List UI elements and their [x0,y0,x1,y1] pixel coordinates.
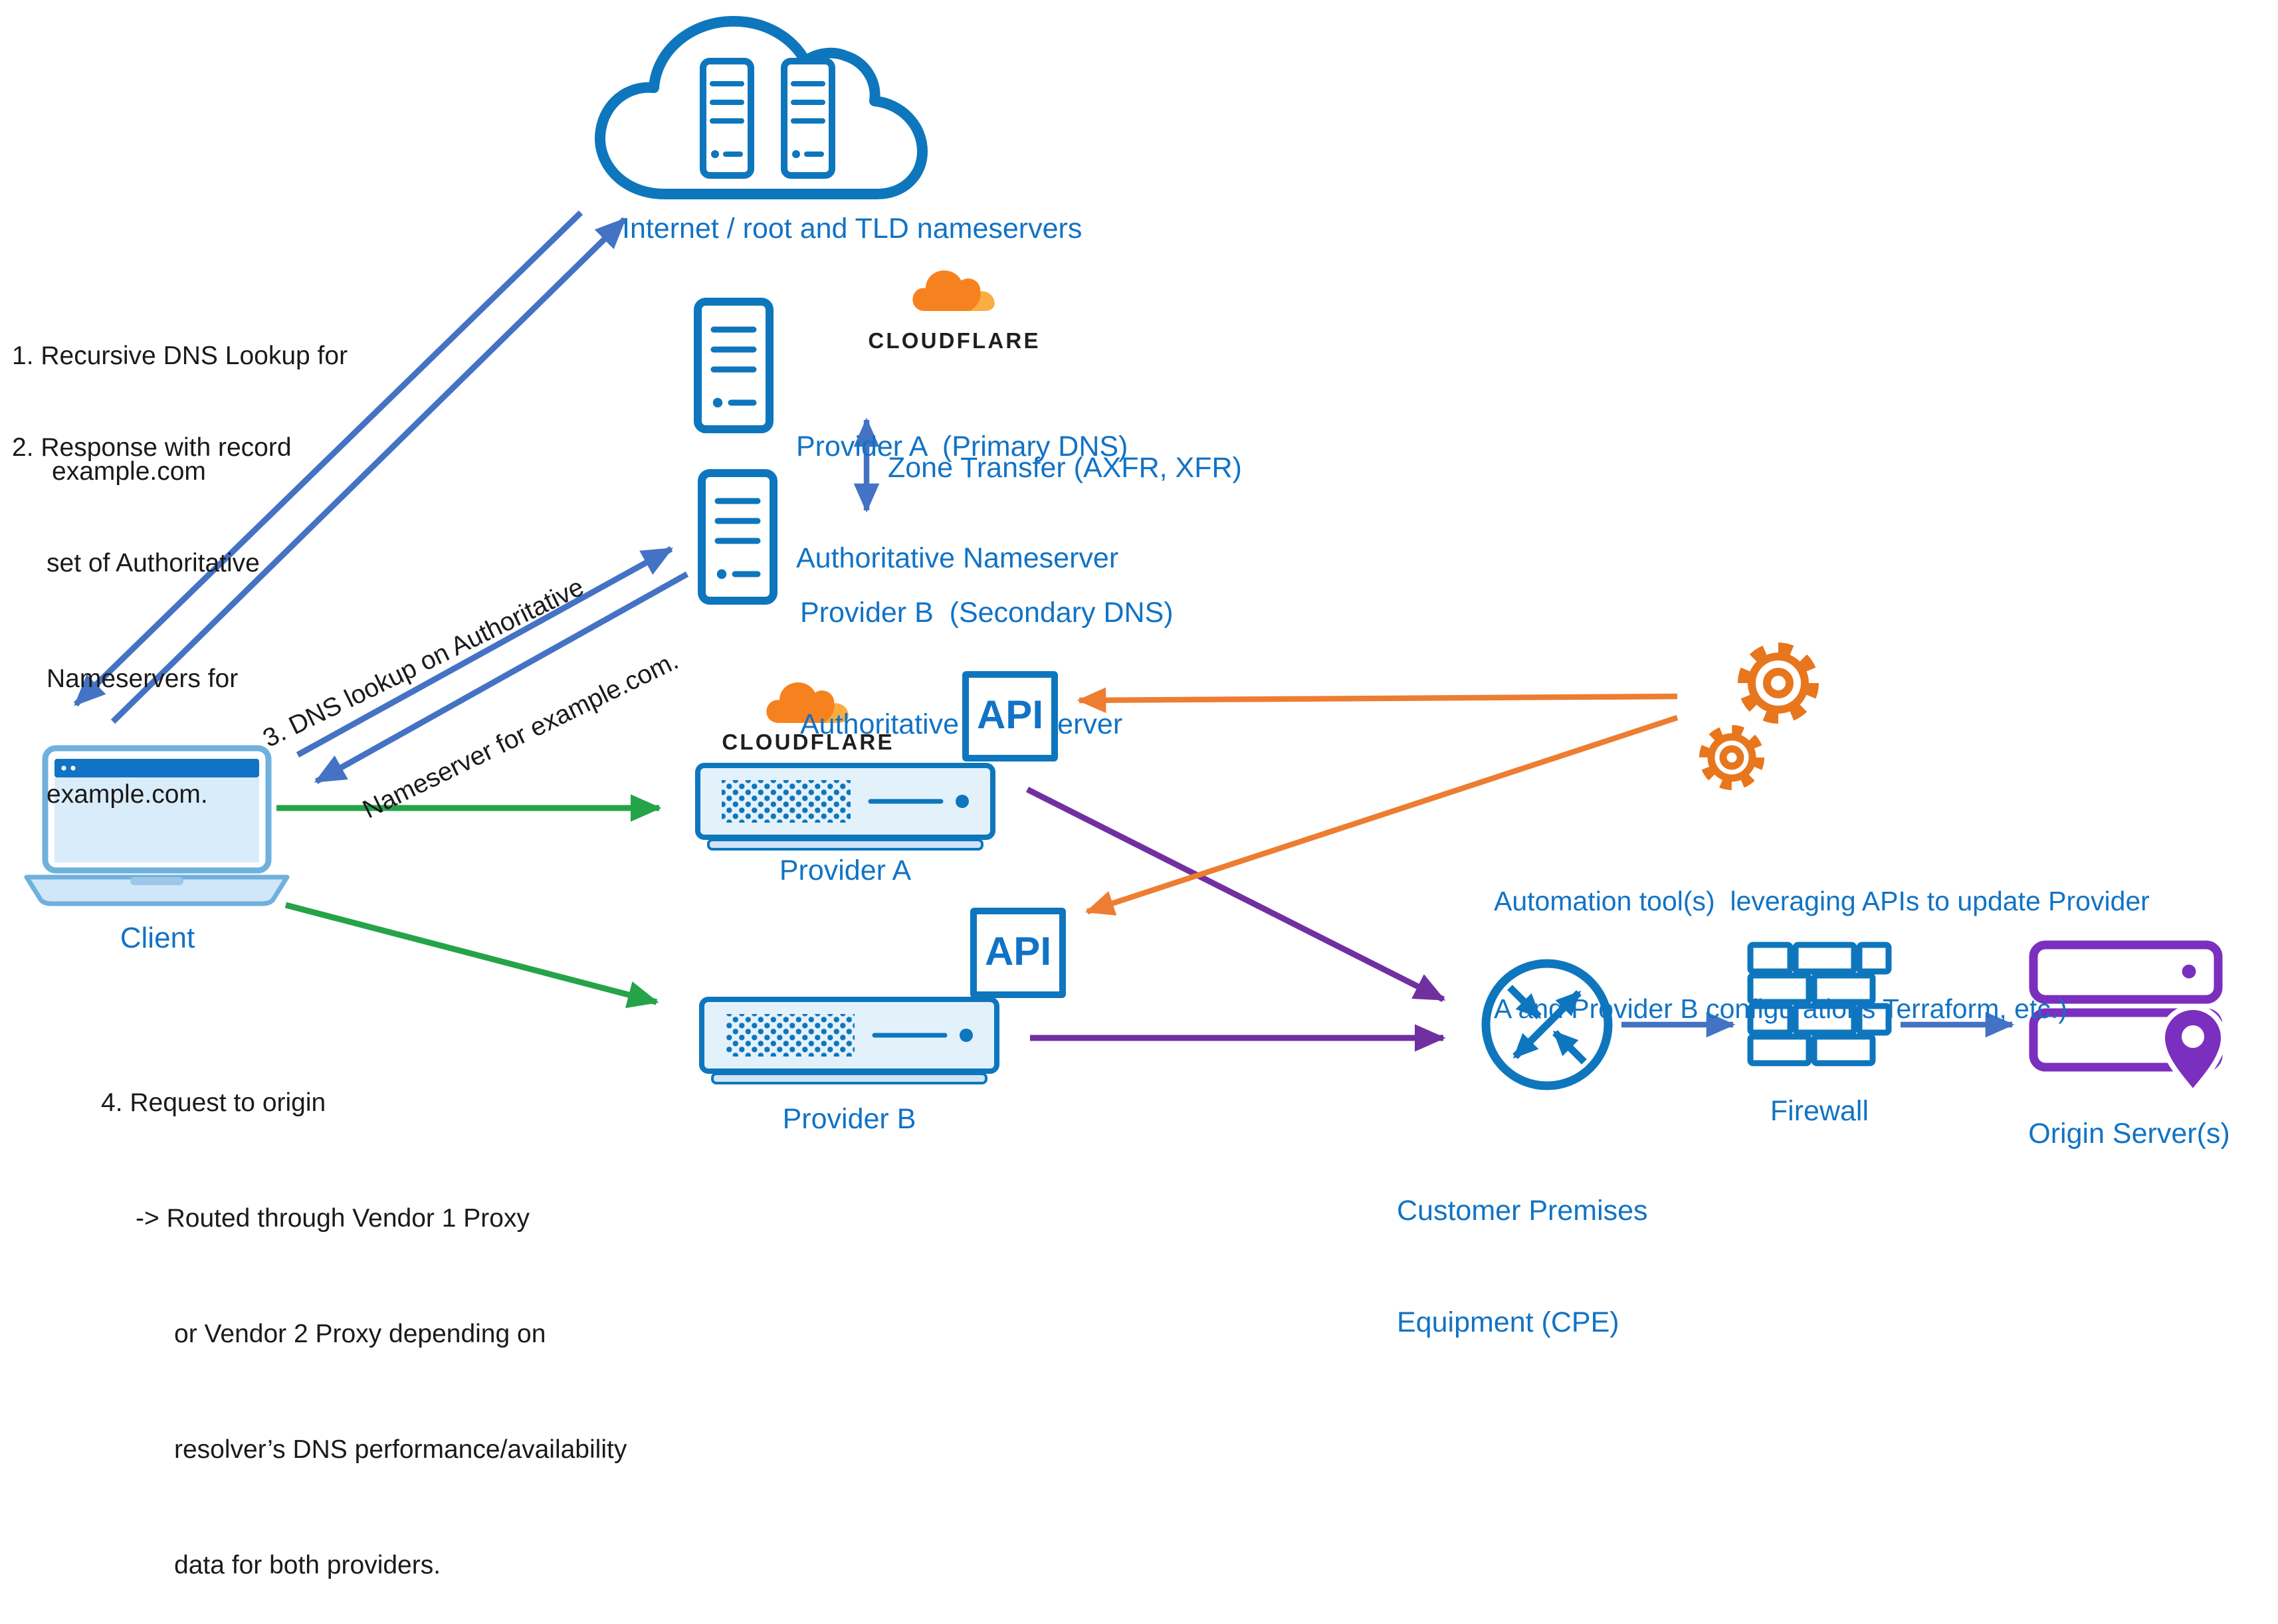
cloudflare-cloud-icon-top [912,270,995,311]
arrow-step1-recursive-lookup [110,217,627,724]
step2-line1: 2. Response with record [12,433,292,462]
arrow-client-provider-b [284,902,659,1009]
dns-architecture-diagram: Internet / root and TLD nameservers CLOU… [12,16,2230,1580]
provider-a-nameserver-icon [694,298,774,433]
automation-gears-icon [1699,643,1819,790]
zone-transfer-label: Zone Transfer (AXFR, XFR) [888,452,1242,484]
step4-line5: data for both providers. [174,1551,441,1580]
provider-a-ns-line1: Provider A (Primary DNS) [796,431,1128,462]
step4-line1: 4. Request to origin [101,1088,326,1118]
firewall-icon [1747,942,1892,1066]
api-box-provider-b: API [970,908,1066,998]
annotation-step2: 2. Response with record set of Authorita… [12,352,292,853]
internet-cloud-icon [595,16,928,199]
provider-a-ns-line2: Authoritative Nameserver [796,542,1119,574]
provider-b-proxy-icon [699,997,999,1084]
diagram-canvas [24,16,2227,1097]
client-laptop-icon [24,745,290,906]
gear-large-icon [1738,643,1819,724]
cloudflare-wordmark-proxy: CLOUDFLARE [722,731,894,755]
arrow-step3-answer [314,571,689,784]
step2-line4: example.com. [47,780,208,809]
api-label-b: API [984,930,1051,974]
provider-a-nameserver-label: Provider A (Primary DNS) Authoritative N… [796,354,1128,614]
tld-nameserver-icon [781,58,835,179]
provider-b-proxy-label: Provider B [782,1103,916,1135]
provider-b-nameserver-icon [698,469,777,605]
api-box-provider-a: API [962,671,1058,761]
cpe-router-icon [1481,959,1613,1090]
cpe-label: Customer Premises Equipment (CPE) [1397,1118,1648,1378]
annotation-step4: 4. Request to origin -> Routed through V… [101,1007,627,1624]
cpe-line1: Customer Premises [1397,1195,1648,1227]
step1-line2: example.com [52,457,206,486]
step4-line4: resolver’s DNS performance/availability [174,1435,627,1465]
gear-small-icon [1699,725,1764,790]
root-nameserver-icon [700,58,754,179]
cpe-line2: Equipment (CPE) [1397,1306,1619,1338]
step1-line1: 1. Recursive DNS Lookup for [12,342,348,371]
origin-servers-icon [2029,940,2227,1097]
arrow-step3-lookup [296,546,674,758]
cloudflare-wordmark-top: CLOUDFLARE [868,330,1041,354]
step2-line2: set of Authoritative [47,549,260,578]
automation-line1: Automation tool(s) leveraging APIs to up… [1494,886,2150,917]
firewall-label: Firewall [1770,1095,1869,1127]
api-label-a: API [976,694,1043,738]
provider-a-proxy-label: Provider A [779,855,912,886]
step4-line3: or Vendor 2 Proxy depending on [174,1320,546,1349]
arrow-automation-api-b [1085,715,1679,916]
automation-line2: A and Provider B configurations Terrafor… [1494,994,2067,1025]
arrow-provider-a-cpe [1025,786,1446,1003]
origin-label: Origin Server(s) [2028,1118,2230,1150]
annotation-step1: 1. Recursive DNS Lookup for example.com [12,260,348,530]
internet-label: Internet / root and TLD nameservers [622,213,1083,245]
provider-a-proxy-icon [695,763,995,851]
client-label: Client [120,921,195,954]
arrow-automation-api-a [1077,687,1678,714]
provider-b-ns-line1: Provider B (Secondary DNS) [800,597,1174,629]
location-pin-icon [2159,1005,2227,1097]
automation-label: Automation tool(s) leveraging APIs to up… [1494,812,2150,1063]
step4-line2: -> Routed through Vendor 1 Proxy [136,1204,530,1233]
step2-line3: Nameservers for [47,664,239,694]
arrow-step2-response [73,210,583,707]
